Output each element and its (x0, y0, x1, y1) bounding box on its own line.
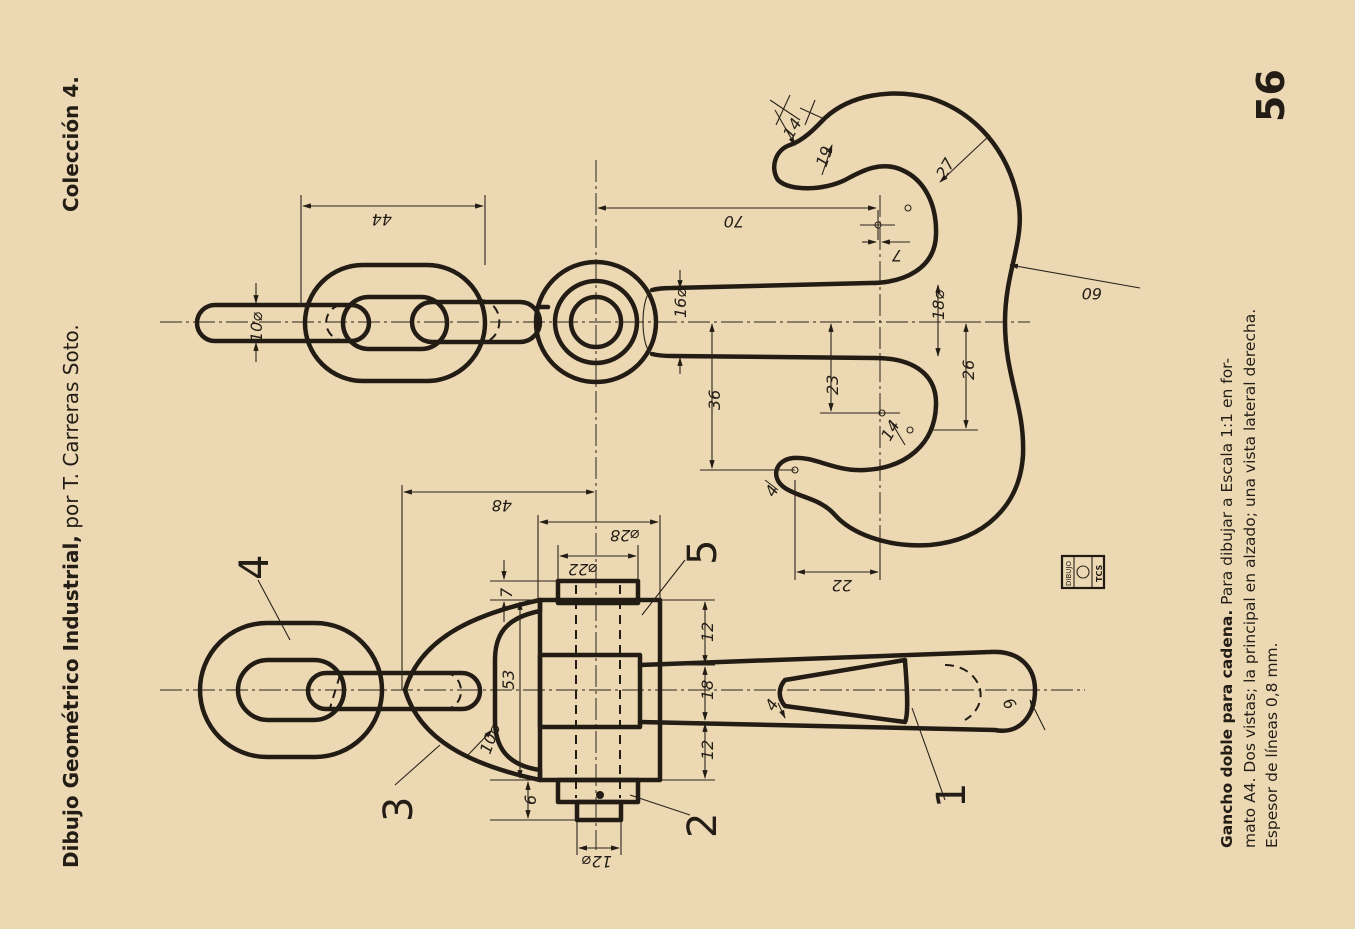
part-1-hook-arm (637, 649, 1038, 734)
svg-text:10⌀: 10⌀ (476, 721, 504, 756)
page-number: 56 (1249, 69, 1293, 122)
part-callouts: 1 2 3 4 5 (232, 540, 975, 838)
svg-text:12: 12 (698, 740, 717, 760)
collection-label: Colección 4. (59, 76, 83, 212)
svg-text:12: 12 (698, 622, 717, 642)
svg-text:10⌀: 10⌀ (247, 312, 266, 342)
svg-text:60: 60 (1082, 284, 1102, 303)
svg-text:7: 7 (497, 587, 516, 598)
svg-text:22: 22 (832, 576, 852, 595)
callout-1: 1 (929, 783, 975, 808)
tcs-stamp: DIBUJO TCS (1060, 554, 1106, 590)
svg-text:12⌀: 12⌀ (582, 852, 612, 871)
callout-3: 3 (376, 797, 422, 822)
swivel-ring-outer (533, 259, 659, 385)
dimension-labels: 44 70 10⌀ 16⌀ 18⌀ 36 23 26 14 19 27 7 60… (247, 115, 1102, 871)
svg-text:6: 6 (999, 695, 1021, 713)
svg-text:23: 23 (823, 375, 842, 395)
swivel-hole (568, 294, 624, 350)
svg-text:6: 6 (521, 795, 540, 805)
svg-text:18⌀: 18⌀ (929, 290, 948, 320)
caption-block: Gancho doble para cadena. Para dibujar a… (1218, 309, 1281, 848)
callout-4: 4 (232, 555, 278, 580)
front-view (160, 91, 1141, 580)
svg-text:19: 19 (812, 144, 837, 170)
small-link (194, 302, 372, 344)
chain-link-outer (302, 262, 488, 384)
book-title: Dibujo Geométrico Industrial, por T. Car… (59, 324, 83, 868)
caption-line-2: mato A4. Dos vistas; la principal en alz… (1241, 309, 1259, 848)
sheet-header: Dibujo Geométrico Industrial, por T. Car… (59, 69, 1293, 868)
svg-text:27: 27 (932, 154, 959, 182)
svg-text:36: 36 (705, 390, 724, 410)
svg-text:14: 14 (877, 417, 904, 444)
svg-text:18: 18 (698, 680, 717, 700)
part-4-link (197, 620, 385, 760)
callout-2: 2 (680, 813, 726, 838)
svg-text:26: 26 (959, 360, 978, 380)
caption-line-1: Gancho doble para cadena. Para dibujar a… (1218, 358, 1236, 848)
svg-text:DIBUJO: DIBUJO (1065, 561, 1073, 586)
callout-5: 5 (680, 540, 726, 565)
svg-text:TCS: TCS (1095, 565, 1104, 582)
svg-text:7: 7 (891, 246, 902, 265)
side-view (160, 485, 1085, 855)
svg-text:⌀22: ⌀22 (568, 560, 598, 579)
svg-text:48: 48 (492, 496, 512, 515)
caption-line-3: Espesor de líneas 0,8 mm. (1263, 642, 1281, 848)
double-hook-outline (649, 91, 1026, 548)
svg-text:53: 53 (499, 670, 518, 690)
swivel-ring-middle (552, 278, 640, 366)
svg-text:44: 44 (372, 210, 392, 229)
svg-text:70: 70 (724, 212, 744, 231)
svg-text:⌀28: ⌀28 (610, 526, 640, 545)
svg-text:16⌀: 16⌀ (671, 288, 690, 318)
